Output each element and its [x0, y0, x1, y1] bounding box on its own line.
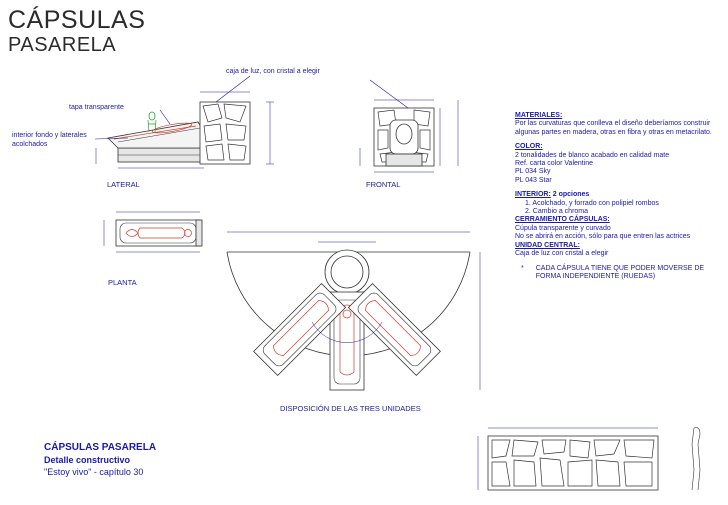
page-subtitle: PASARELA	[8, 34, 117, 56]
color-line: PL 043 Star	[515, 176, 552, 184]
footer-subtitle: Detalle constructivo	[44, 455, 131, 465]
color-line: Ref. carta color Valentine	[515, 160, 594, 168]
frontal-view	[359, 79, 459, 173]
bullet-marker: *	[521, 264, 524, 272]
lateral-view	[95, 91, 274, 169]
view-label-disposicion: DISPOSICIÓN DE LAS TRES UNIDADES	[280, 404, 421, 413]
callout-interior-line2: acolchados	[12, 141, 48, 148]
disposicion-view	[226, 231, 481, 391]
cerramiento-line: No se abrirá en acción, sólo para que en…	[515, 233, 691, 241]
cerramiento-line: Cúpula transparente y curvado	[515, 224, 611, 232]
unidad-line: Caja de luz con cristal a elegir	[515, 250, 609, 258]
view-label-planta: PLANTA	[108, 278, 137, 287]
color-heading: COLOR:	[515, 143, 543, 151]
color-line: 2 tonalidades de blanco acabado en calid…	[515, 151, 670, 159]
independent-note: CADA CÁPSULA TIENE QUE PODER MOVERSE DE …	[535, 264, 705, 280]
materiales-text: Por las curvaturas que conlleva el diseñ…	[515, 120, 712, 136]
callout-interior-line1: interior fondo y laterales	[12, 132, 87, 139]
unidad-heading: UNIDAD CENTRAL:	[515, 241, 580, 249]
interior-item: 1. Acolchado, y forrado con polipiel rom…	[525, 199, 659, 207]
interior-heading: INTERIOR:	[515, 191, 551, 199]
callout-light-box: caja de luz, con cristal a elegir	[226, 68, 320, 75]
page-title: CÁPSULAS	[8, 6, 146, 34]
interior-item: 2. Cambio a chroma	[525, 208, 589, 216]
cerramiento-heading: CERRAMIENTO CÁPSULAS:	[515, 216, 610, 224]
view-label-lateral: LATERAL	[107, 180, 140, 189]
footer-episode: "Estoy vivo" - capítulo 30	[44, 467, 144, 477]
panel-view	[477, 427, 701, 491]
view-label-frontal: FRONTAL	[366, 180, 401, 189]
planta-view	[103, 211, 203, 253]
notes-block: MATERIALES: Por las curvaturas que conll…	[515, 112, 725, 281]
footer-title: CÁPSULAS PASARELA	[44, 442, 157, 453]
materiales-heading: MATERIALES:	[515, 112, 563, 119]
callout-transparent-lid: tapa transparente	[69, 104, 124, 111]
color-line: PL 034 Sky	[515, 168, 551, 176]
interior-options: 2 opciones	[552, 191, 590, 199]
